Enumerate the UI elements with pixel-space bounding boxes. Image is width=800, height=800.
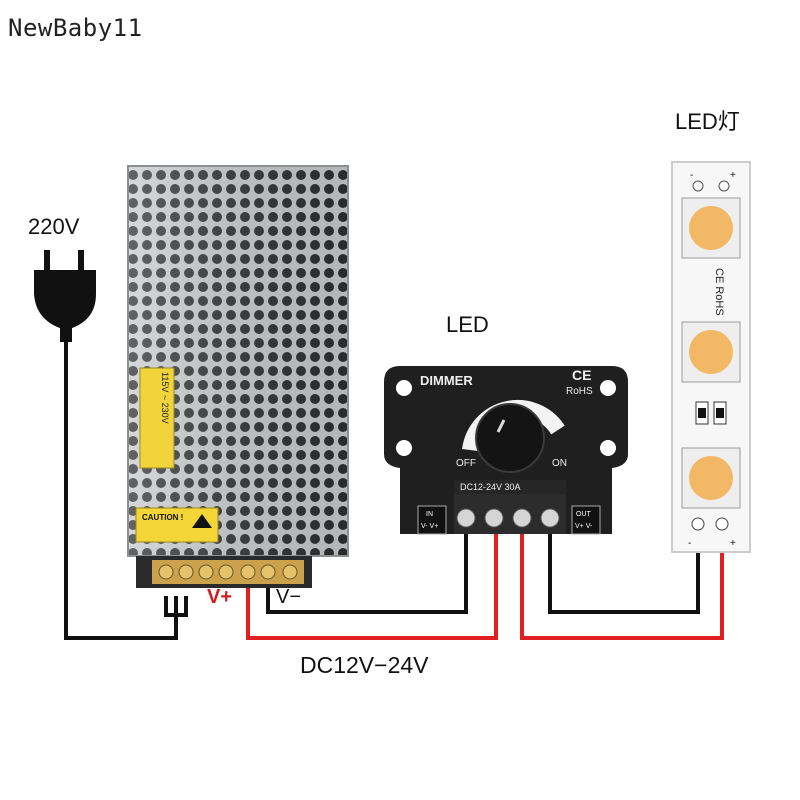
dimmer-knob[interactable] [475,403,545,473]
out-label: OUT [576,511,592,518]
led-strip-title-label: LED灯 [675,109,740,134]
dimmer-title-label: LED [446,312,489,337]
power-supply: 115V ~ 230V CAUTION ! [127,165,349,588]
dimmer-positive-output-wire [520,524,724,640]
in-label: IN [426,511,433,518]
led-strip: - + CE RoHS - + [671,161,751,553]
mains-voltage-label: 220V [28,214,80,239]
strip-top-plus: + [730,170,736,181]
dimmer-name-text: DIMMER [420,373,473,388]
caution-sticker [135,507,219,543]
psu-negative-wire [266,524,468,614]
on-label: ON [552,458,567,469]
knob-indicator [496,419,506,433]
voltage-switch-text: 115V ~ 230V [160,372,170,424]
off-label: OFF [456,458,476,469]
psu-positive-wire [246,524,498,640]
out-terminal-label-box [571,505,601,535]
strip-top-minus: - [690,170,693,181]
watermark-text: NewBaby11 [8,14,143,42]
strip-ce-rohs-text: CE RoHS [713,268,725,316]
strip-bottom-minus: - [688,538,691,549]
strip-bottom-plus: + [730,538,736,549]
output-voltage-label: DC12V−24V [300,652,429,678]
rating-text: DC12-24V 30A [460,482,521,492]
v-minus-label: V− [276,586,302,608]
voltage-sticker [139,367,175,469]
mains-wire-neutral [164,596,188,617]
v-plus-label: V+ [207,586,233,608]
in-pins-label: V- V+ [421,523,438,530]
in-terminal-label-box [417,505,447,535]
dimmer-module: DIMMER CE RoHS OFF ON DC12-24V 30A IN V-… [384,366,628,535]
rohs-text: RoHS [566,386,593,397]
out-pins-label: V+ V- [575,523,593,530]
dimmer-negative-output-wire [548,524,700,614]
power-plug-icon [34,250,96,342]
ce-mark-text: CE [572,367,591,383]
warning-icon [192,514,212,528]
caution-text: CAUTION ! [142,513,183,522]
wires [64,340,724,640]
